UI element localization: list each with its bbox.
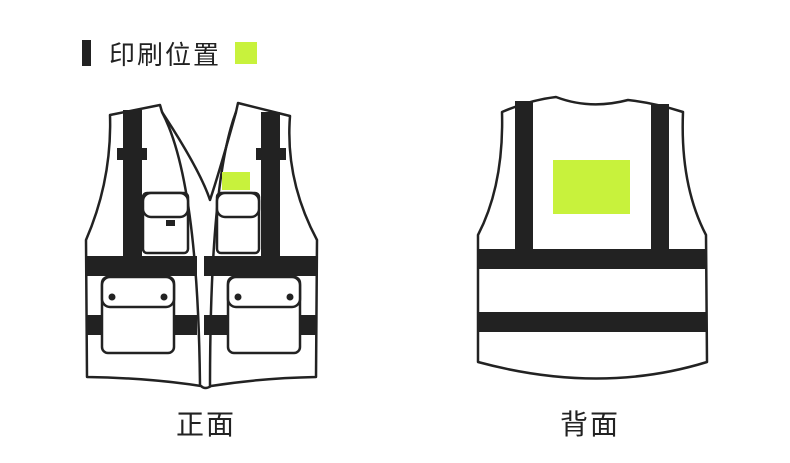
front-print-area [222,172,250,190]
back-print-area [553,160,630,214]
front-strap-tab-right [256,148,286,160]
front-view-label: 正面 [176,408,237,441]
legend-title: 印刷位置 [109,40,222,71]
front-pen-slot [166,220,175,226]
front-strap-left [123,110,142,258]
front-button [234,293,242,301]
back-strap-right [651,104,669,251]
back-strip-lower [478,312,707,332]
front-vest [84,101,319,390]
front-chest-flap-right [215,191,261,219]
front-button [286,293,294,301]
back-vest-outline [476,95,709,380]
back-vest [476,95,709,380]
legend: 印刷位置 [82,38,258,71]
front-strap-right [261,112,280,258]
back-view-label: 背面 [560,408,621,441]
back-strip-upper [478,249,707,269]
front-button [108,293,116,301]
front-strip-upper-right [204,256,316,276]
front-vest-opening [160,111,202,387]
front-lower-flap-right [226,275,302,309]
back-strap-left [515,101,533,251]
front-strap-tab-left [117,148,147,160]
front-lower-flap-left [100,275,176,309]
front-chest-flap-left [141,191,190,219]
front-strip-upper-left [86,256,197,276]
legend-color-swatch [235,42,258,64]
front-button [160,293,168,301]
legend-marker [82,40,91,66]
